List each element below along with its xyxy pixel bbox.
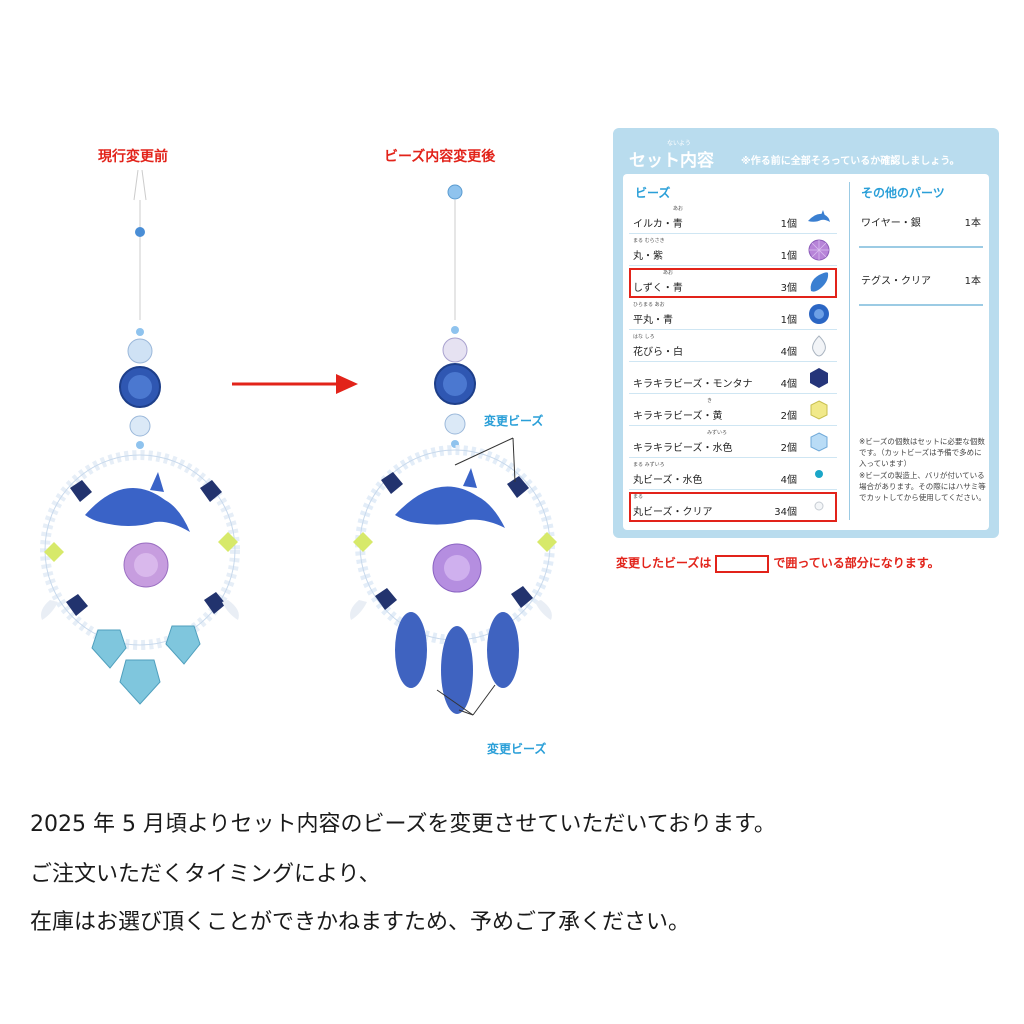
bead-name: キラキラビーズ・水色 — [633, 443, 733, 454]
bead-name: 丸・紫 — [633, 251, 663, 262]
after-label: ビーズ内容変更後 — [384, 149, 496, 165]
bead-qty: 1個 — [780, 219, 797, 230]
bead-name: 平丸・青 — [633, 315, 673, 326]
bead-name: キラキラビーズ・モンタナ — [633, 379, 753, 390]
part-name: ワイヤー・銀 — [861, 218, 921, 229]
body-line-1: 2025 年 5 月頃よりセット内容のビーズを変更させていただいております。 — [30, 812, 776, 837]
bead-qty: 4個 — [780, 379, 797, 390]
highlight-box-drop — [629, 268, 837, 298]
drop-blue-bead-icon — [810, 272, 829, 292]
bead-row: みずいろ キラキラビーズ・水色 2個 — [629, 426, 837, 458]
note-item: ※ビーズの個数はセットに必要な個数です。（カットビーズは予備で多めに入っています… — [859, 437, 985, 468]
clear-bead-icon — [814, 501, 824, 511]
bead-qty: 1個 — [780, 251, 797, 262]
part-row: ワイヤー・銀 1本 — [859, 202, 983, 248]
bead-row: ひらまる あお 平丸・青 1個 — [629, 298, 837, 330]
part-qty: 1本 — [964, 218, 981, 229]
bead-ruby: まる むらさき — [633, 238, 665, 244]
bead-qty: 34個 — [774, 507, 797, 518]
card-header: ないよう セット内容 ※作る前に全部そろっているか確認しましょう。 — [621, 132, 991, 172]
bead-row: まる みずいろ 丸ビーズ・水色 4個 — [629, 458, 837, 490]
bead-row: はな しろ 花びら・白 4個 — [629, 330, 837, 362]
before-label: 現行変更前 — [98, 149, 168, 165]
bead-ruby: き — [707, 398, 713, 404]
part-qty: 1本 — [964, 276, 981, 287]
body-line-3: 在庫はお選び頂くことができかねますため、予めご了承ください。 — [30, 910, 691, 935]
notes: ※ビーズの個数はセットに必要な個数です。（カットビーズは予備で多めに入っています… — [859, 436, 987, 504]
bead-name: 花びら・白 — [633, 347, 683, 358]
highlight-box-clear — [629, 492, 837, 522]
red-box-sample — [715, 554, 770, 573]
parts-heading: その他のパーツ — [861, 186, 945, 200]
card-inner: ビーズ その他のパーツ あお イルカ・青 1個 まる むらさき 丸・紫 1個 あ… — [623, 174, 989, 530]
change-arrow-icon — [232, 374, 358, 394]
bead-name: キラキラビーズ・黄 — [633, 411, 723, 422]
note-item: ※ビーズの製造上、バリが付いている場合があります。その際にはハサミ等でカットして… — [859, 471, 986, 502]
set-contents-card: ないよう セット内容 ※作る前に全部そろっているか確認しましょう。 ビーズ その… — [613, 128, 999, 538]
bead-ruby: はな しろ — [633, 334, 655, 340]
card-title: セット内容 — [629, 151, 714, 171]
bead-qty: 3個 — [780, 283, 797, 294]
light-blue-bead-icon — [810, 432, 828, 452]
bead-row: き キラキラビーズ・黄 2個 — [629, 394, 837, 426]
part-row: テグス・クリア 1本 — [859, 260, 983, 306]
round-purple-bead-icon — [808, 239, 830, 261]
bead-name: イルカ・青 — [633, 219, 683, 230]
changed-note-after: で囲っている部分になります。 — [773, 556, 940, 570]
after-suncatcher-illustration — [350, 184, 557, 716]
changed-beads-label-top: 変更ビーズ — [484, 414, 544, 428]
montana-bead-icon — [810, 368, 828, 388]
bead-row: あお イルカ・青 1個 — [629, 202, 837, 234]
bead-ruby: あお — [673, 206, 684, 212]
bead-ruby: ひらまる あお — [633, 302, 665, 308]
bead-row: まる むらさき 丸・紫 1個 — [629, 234, 837, 266]
beads-heading: ビーズ — [635, 186, 671, 200]
bead-ruby: あお — [663, 270, 674, 276]
petal-white-bead-icon — [812, 335, 826, 357]
small-blue-bead-icon — [815, 470, 823, 478]
bead-ruby: まる — [633, 494, 644, 500]
changed-note-before: 変更したビーズは — [616, 556, 712, 570]
changed-beads-label-bottom: 変更ビーズ — [487, 742, 547, 756]
before-suncatcher-illustration — [40, 170, 240, 705]
dolphin-icon — [808, 210, 830, 222]
bead-qty: 2個 — [780, 411, 797, 422]
column-divider — [849, 182, 850, 520]
bead-name: 丸ビーズ・水色 — [633, 475, 703, 486]
bead-row: まる 丸ビーズ・クリア 34個 — [629, 490, 837, 522]
card-title-ruby: ないよう — [667, 140, 691, 147]
bead-qty: 4個 — [780, 347, 797, 358]
bead-row: キラキラビーズ・モンタナ 4個 — [629, 362, 837, 394]
bead-qty: 2個 — [780, 443, 797, 454]
bead-qty: 1個 — [780, 315, 797, 326]
part-name: テグス・クリア — [861, 276, 931, 287]
body-line-2: ご注文いただくタイミングにより、 — [30, 862, 381, 887]
bead-ruby: まる みずいろ — [633, 462, 665, 468]
bead-ruby: みずいろ — [707, 430, 728, 436]
bead-name: しずく・青 — [633, 283, 683, 294]
card-note: ※作る前に全部そろっているか確認しましょう。 — [741, 156, 960, 167]
changed-beads-note: 変更したビーズは で囲っている部分になります。 — [616, 554, 940, 573]
bead-name: 丸ビーズ・クリア — [633, 507, 713, 518]
flat-round-blue-bead-icon — [809, 304, 829, 324]
yellow-bead-icon — [810, 400, 828, 420]
bead-qty: 4個 — [780, 475, 797, 486]
